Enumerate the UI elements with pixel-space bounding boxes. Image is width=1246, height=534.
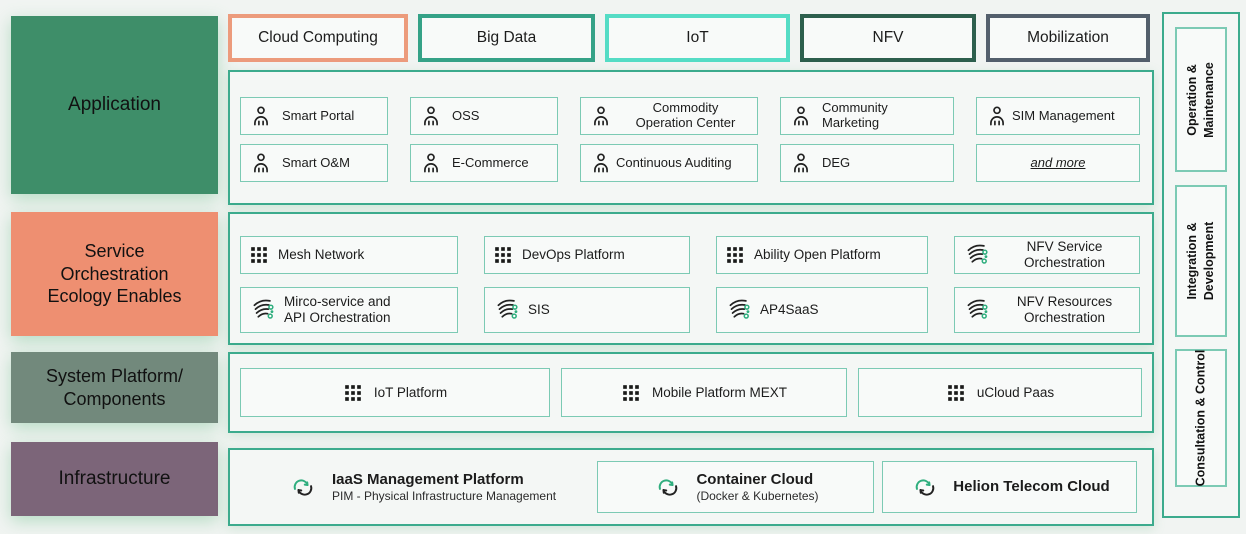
sidebar-item-consultation-control: Consultation & Control [1175, 349, 1227, 487]
chip-big-data: Big Data [418, 14, 595, 62]
category-chip-row: Cloud Computing Big Data IoT NFV Mobiliz… [228, 14, 1154, 62]
grid-icon [493, 245, 513, 265]
user-icon [249, 104, 273, 128]
user-icon [589, 104, 613, 128]
svc-item-nfv-service-orchestration: NFV Service Orchestration [954, 236, 1140, 274]
app-item-community-marketing: Community Marketing [780, 97, 954, 135]
chip-iot: IoT [605, 14, 790, 62]
grid-icon [725, 245, 745, 265]
sys-item-iot-platform: IoT Platform [240, 368, 550, 417]
svc-item-devops-platform: DevOps Platform [484, 236, 690, 274]
user-icon [789, 104, 813, 128]
app-item-commodity-operation-center: Commodity Operation Center [580, 97, 758, 135]
orchestration-icon [249, 297, 275, 323]
app-item-sim-management: SIM Management [976, 97, 1140, 135]
right-sidebar: Operation & Maintenance Integration & De… [1162, 12, 1240, 518]
app-item-and-more: and more [976, 144, 1140, 182]
layer-label-system-platform: System Platform/ Components [11, 352, 218, 423]
app-item-continuous-auditing: Continuous Auditing [580, 144, 758, 182]
application-container: Smart Portal OSS Commodity Operation Cen… [228, 70, 1154, 205]
cloud-sync-icon [909, 474, 941, 500]
orchestration-icon [963, 297, 989, 323]
app-item-e-commerce: E-Commerce [410, 144, 558, 182]
orchestration-icon [963, 242, 989, 268]
orchestration-icon [493, 297, 519, 323]
svc-item-ability-open-platform: Ability Open Platform [716, 236, 928, 274]
infra-item-iaas-management-platform: IaaS Management Platform PIM - Physical … [230, 471, 585, 503]
system-platform-container: IoT Platform Mobile Platform MEXT uCloud… [228, 352, 1154, 433]
service-orchestration-container: Mesh Network DevOps Platform Ability Ope… [228, 212, 1154, 345]
app-item-smart-om: Smart O&M [240, 144, 388, 182]
layer-label-service-orchestration: Service Orchestration Ecology Enables [11, 212, 218, 336]
app-item-oss: OSS [410, 97, 558, 135]
chip-cloud-computing: Cloud Computing [228, 14, 408, 62]
sidebar-item-integration-development: Integration & Development [1175, 185, 1227, 337]
infra-item-helion-telecom-cloud: Helion Telecom Cloud [882, 461, 1137, 513]
grid-icon [946, 383, 966, 403]
svc-item-mesh-network: Mesh Network [240, 236, 458, 274]
svc-item-sis: SIS [484, 287, 690, 333]
user-icon [789, 151, 813, 175]
orchestration-icon [725, 297, 751, 323]
sys-item-mobile-platform-mext: Mobile Platform MEXT [561, 368, 847, 417]
cloud-sync-icon [287, 474, 319, 500]
svc-item-nfv-resources-orchestration: NFV Resources Orchestration [954, 287, 1140, 333]
sys-item-ucloud-paas: uCloud Paas [858, 368, 1142, 417]
svc-item-ap4saas: AP4SaaS [716, 287, 928, 333]
app-item-deg: DEG [780, 144, 954, 182]
user-icon [249, 151, 273, 175]
infrastructure-container: IaaS Management Platform PIM - Physical … [228, 448, 1154, 526]
layer-label-application: Application [11, 16, 218, 194]
grid-icon [621, 383, 641, 403]
grid-icon [249, 245, 269, 265]
layer-label-infrastructure: Infrastructure [11, 442, 218, 516]
grid-icon [343, 383, 363, 403]
infra-item-container-cloud: Container Cloud (Docker & Kubernetes) [597, 461, 874, 513]
cloud-sync-icon [652, 474, 684, 500]
user-icon [419, 104, 443, 128]
chip-mobilization: Mobilization [986, 14, 1150, 62]
user-icon [419, 151, 443, 175]
user-icon [985, 104, 1009, 128]
app-item-smart-portal: Smart Portal [240, 97, 388, 135]
user-icon [589, 151, 613, 175]
chip-nfv: NFV [800, 14, 976, 62]
svc-item-microservice-api-orchestration: Mirco-service and API Orchestration [240, 287, 458, 333]
sidebar-item-operation-maintenance: Operation & Maintenance [1175, 27, 1227, 172]
